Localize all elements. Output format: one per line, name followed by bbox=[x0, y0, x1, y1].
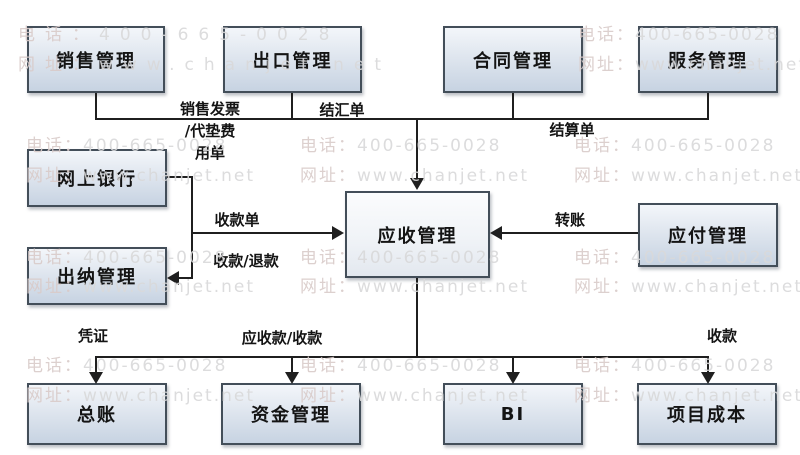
arrowhead-left-icon bbox=[167, 271, 179, 285]
node-label: 应收管理 bbox=[377, 225, 458, 247]
node-label: 网上银行 bbox=[57, 169, 137, 190]
watermark-text: 电话：400-665-0028 bbox=[300, 356, 502, 376]
node-general-ledger: 总账 bbox=[27, 383, 167, 445]
node-bi: BI bbox=[443, 383, 583, 445]
connector-line bbox=[178, 277, 193, 279]
edge-label-settlement-bill: 结算单 bbox=[549, 121, 595, 139]
node-label: 资金管理 bbox=[251, 405, 331, 426]
connector-line bbox=[95, 356, 97, 373]
arrowhead-down-icon bbox=[410, 178, 424, 190]
connector-line bbox=[167, 176, 193, 178]
connector-line bbox=[707, 93, 709, 119]
node-label: 出纳管理 bbox=[57, 267, 137, 288]
node-label: 服务管理 bbox=[668, 50, 748, 72]
connector-line bbox=[191, 232, 333, 234]
edge-label-receipt: 收款 bbox=[706, 327, 737, 345]
watermark-text: 网址：www.chanjet.net bbox=[574, 277, 800, 297]
arrowhead-down-icon bbox=[285, 372, 299, 384]
watermark-text: 电话：400-665-0028 bbox=[300, 136, 502, 156]
node-cashier-management: 出纳管理 bbox=[27, 247, 167, 305]
node-label: BI bbox=[500, 403, 526, 425]
watermark-text: 电话：400-665-0028 bbox=[574, 356, 776, 376]
connector-line bbox=[95, 93, 97, 119]
connector-line bbox=[191, 176, 193, 279]
node-receivable-management: 应收管理 bbox=[345, 191, 490, 278]
arrowhead-down-icon bbox=[89, 372, 103, 384]
node-funds-management: 资金管理 bbox=[221, 383, 361, 445]
watermark-text: 电话：400-665-0028 bbox=[26, 356, 228, 376]
node-label: 出口管理 bbox=[252, 50, 333, 72]
node-payable-management: 应付管理 bbox=[638, 203, 778, 267]
watermark-text: 网址：www.chanjet.net bbox=[574, 166, 800, 186]
arrowhead-right-icon bbox=[332, 226, 344, 240]
edge-label-receivable-receipt: 应收款/收款 bbox=[241, 329, 323, 347]
node-label: 项目成本 bbox=[667, 405, 747, 426]
connector-line bbox=[512, 93, 514, 119]
edge-label-sales-invoice: 销售发票 /代垫费 用单 bbox=[179, 100, 240, 162]
edge-label-receipt-refund: 收款/退款 bbox=[213, 252, 279, 270]
arrowhead-left-icon bbox=[490, 226, 502, 240]
node-export-management: 出口管理 bbox=[223, 26, 362, 93]
connector-line bbox=[95, 356, 709, 358]
arrowhead-down-icon bbox=[701, 372, 715, 384]
connector-line bbox=[95, 118, 709, 120]
node-sales-management: 销售管理 bbox=[27, 26, 165, 93]
connector-line bbox=[512, 356, 514, 373]
node-project-cost: 项目成本 bbox=[637, 383, 777, 445]
connector-line bbox=[291, 356, 293, 373]
edge-label-exchange-settlement: 结汇单 bbox=[319, 101, 365, 119]
connector-line bbox=[501, 232, 638, 234]
node-label: 销售管理 bbox=[56, 50, 136, 72]
node-label: 应付管理 bbox=[668, 226, 748, 247]
arrowhead-down-icon bbox=[506, 372, 520, 384]
node-online-banking: 网上银行 bbox=[27, 149, 167, 207]
edge-label-voucher: 凭证 bbox=[77, 327, 108, 345]
edge-label-receipt-bill: 收款单 bbox=[214, 211, 260, 229]
connector-line bbox=[416, 118, 418, 179]
connector-line bbox=[707, 356, 709, 373]
node-contract-management: 合同管理 bbox=[443, 26, 583, 93]
edge-label-transfer: 转账 bbox=[554, 211, 585, 229]
node-label: 总账 bbox=[77, 405, 117, 426]
connector-line bbox=[291, 93, 293, 119]
node-service-management: 服务管理 bbox=[638, 26, 778, 93]
connector-line bbox=[416, 278, 418, 358]
node-label: 合同管理 bbox=[473, 50, 553, 72]
